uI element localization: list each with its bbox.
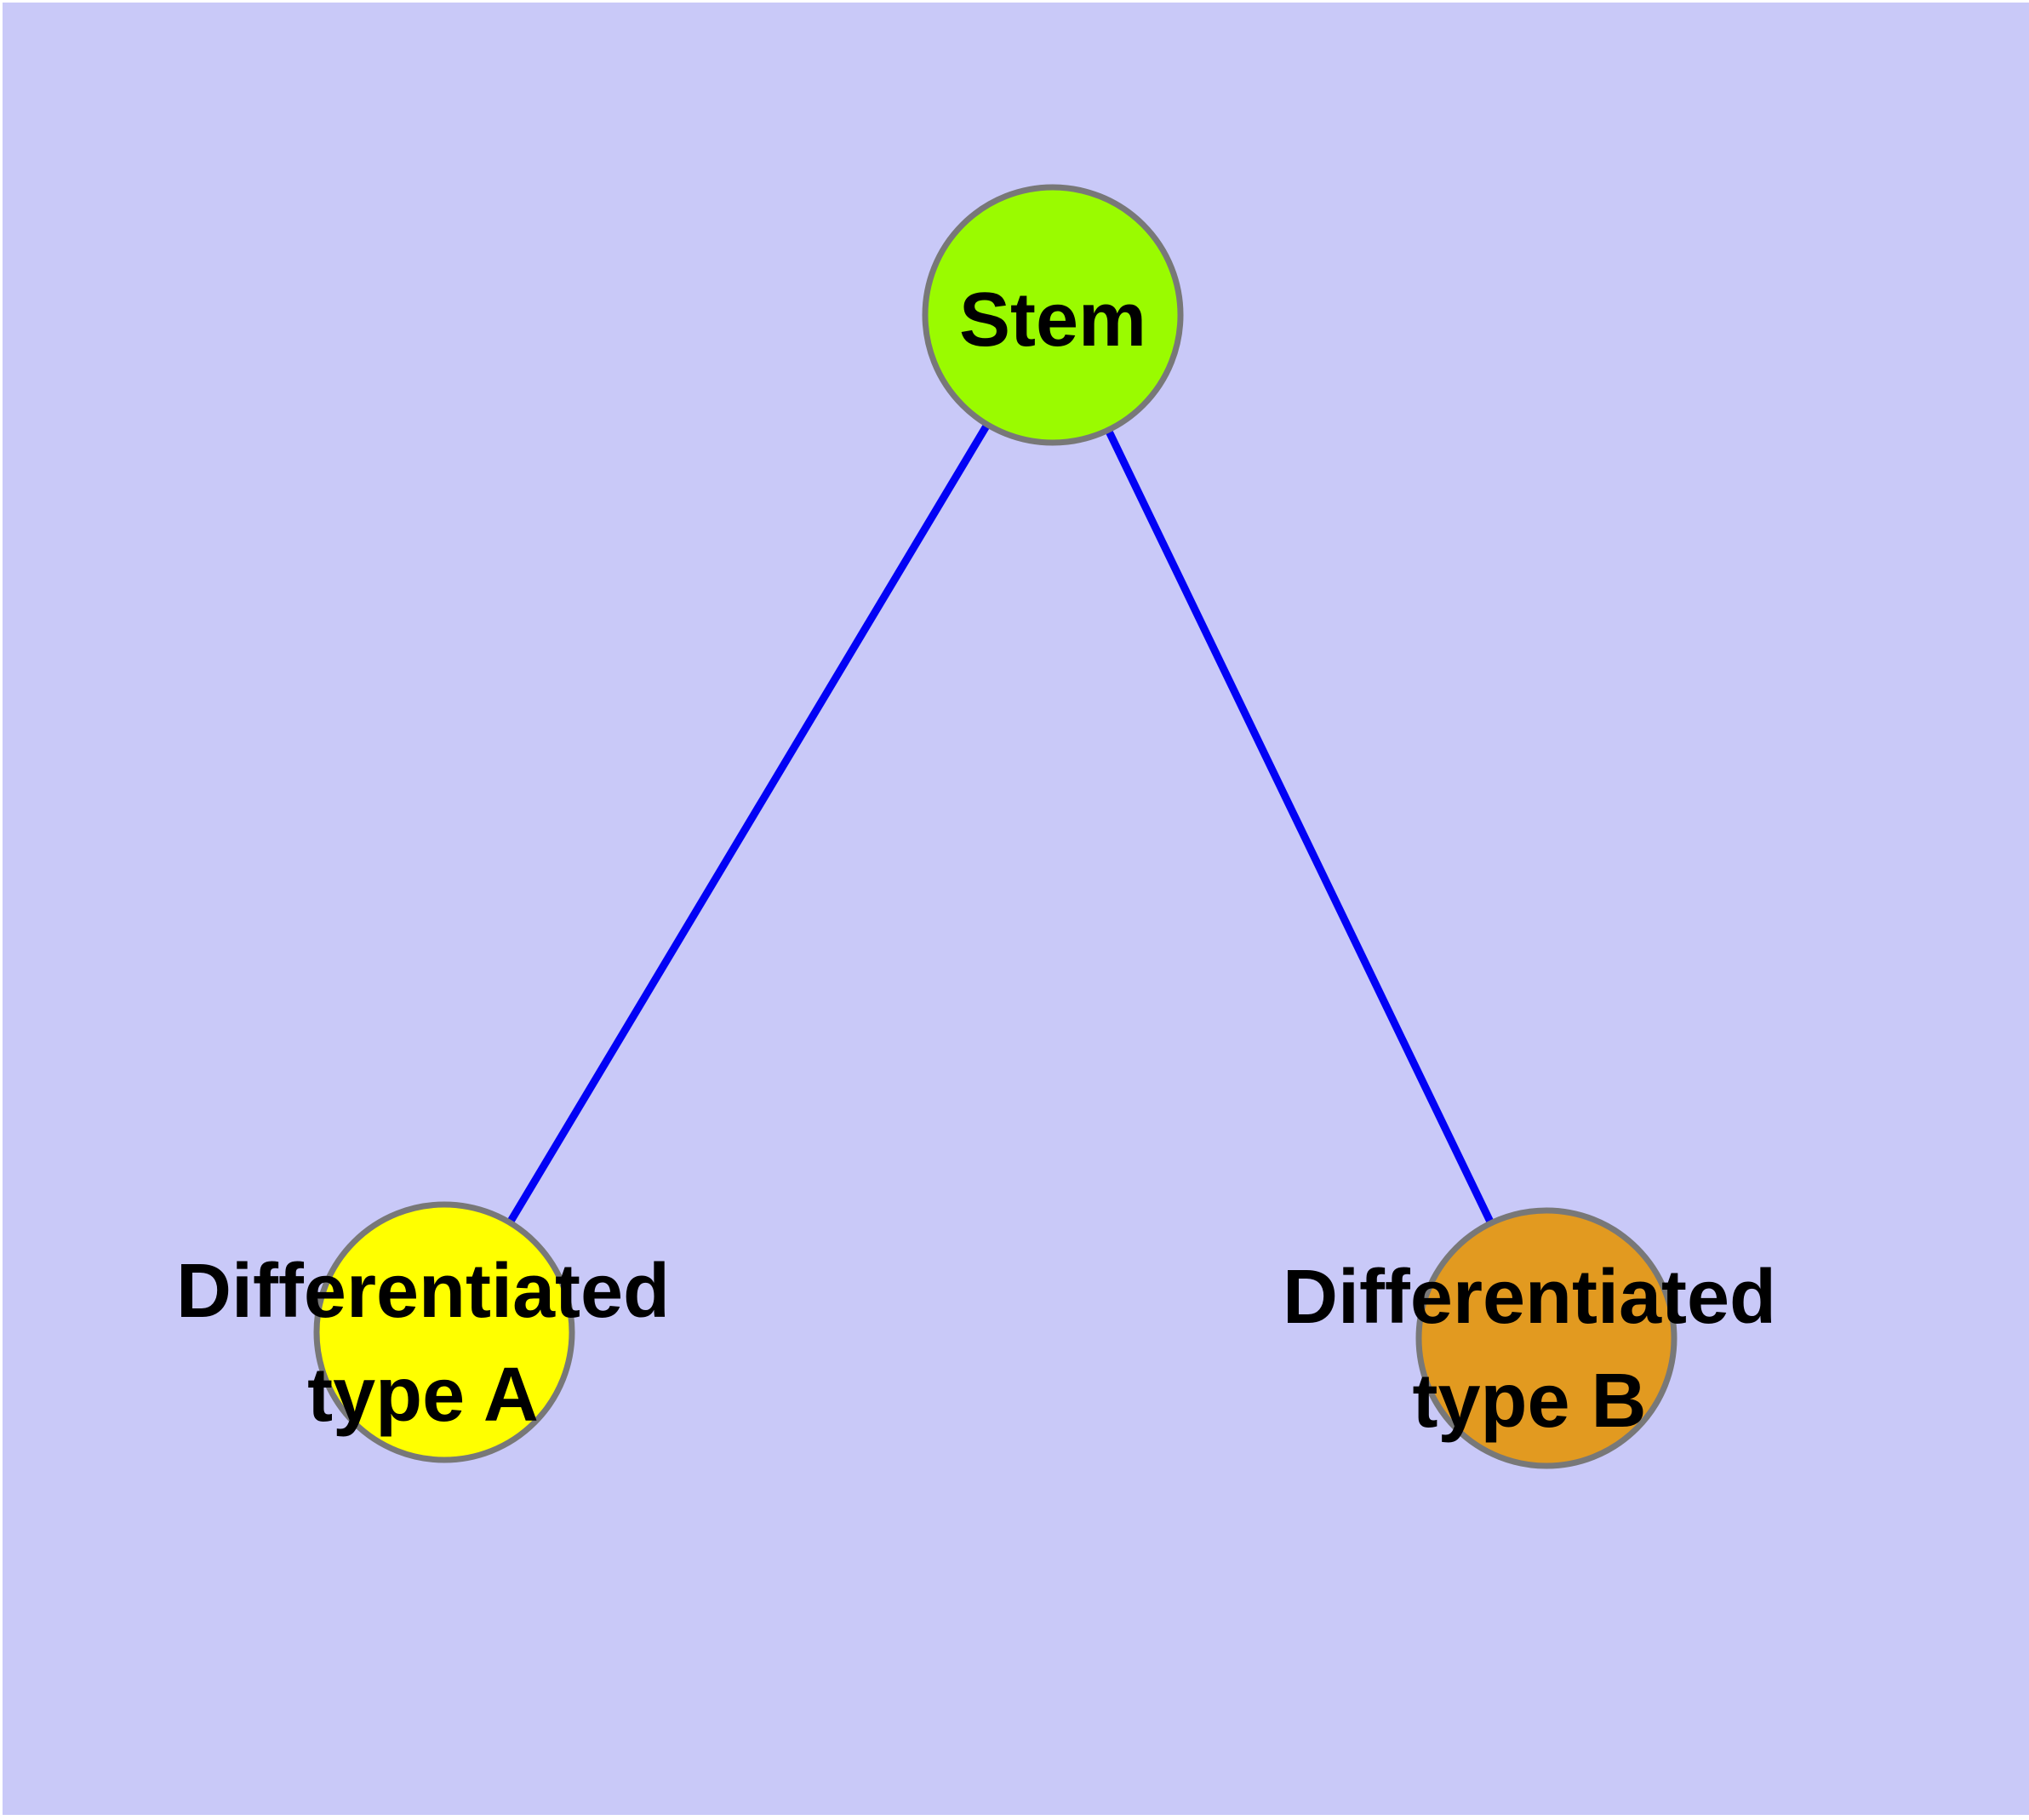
node-differentiated-type-b (1415, 1207, 1677, 1469)
node-stem-label: Stem (959, 278, 1146, 363)
edge-stem-to-type-b (1049, 313, 1551, 1340)
node-differentiated-type-a-label-line1: Differentiated (176, 1249, 670, 1334)
node-differentiated-type-b-label-line2: type B (1412, 1359, 1646, 1444)
node-stem (922, 184, 1184, 446)
edge-stem-to-type-a (441, 312, 1056, 1335)
node-differentiated-type-a (313, 1201, 575, 1463)
node-differentiated-type-b-label-line1: Differentiated (1283, 1255, 1776, 1340)
node-differentiated-type-a-label-line2: type A (307, 1353, 539, 1438)
